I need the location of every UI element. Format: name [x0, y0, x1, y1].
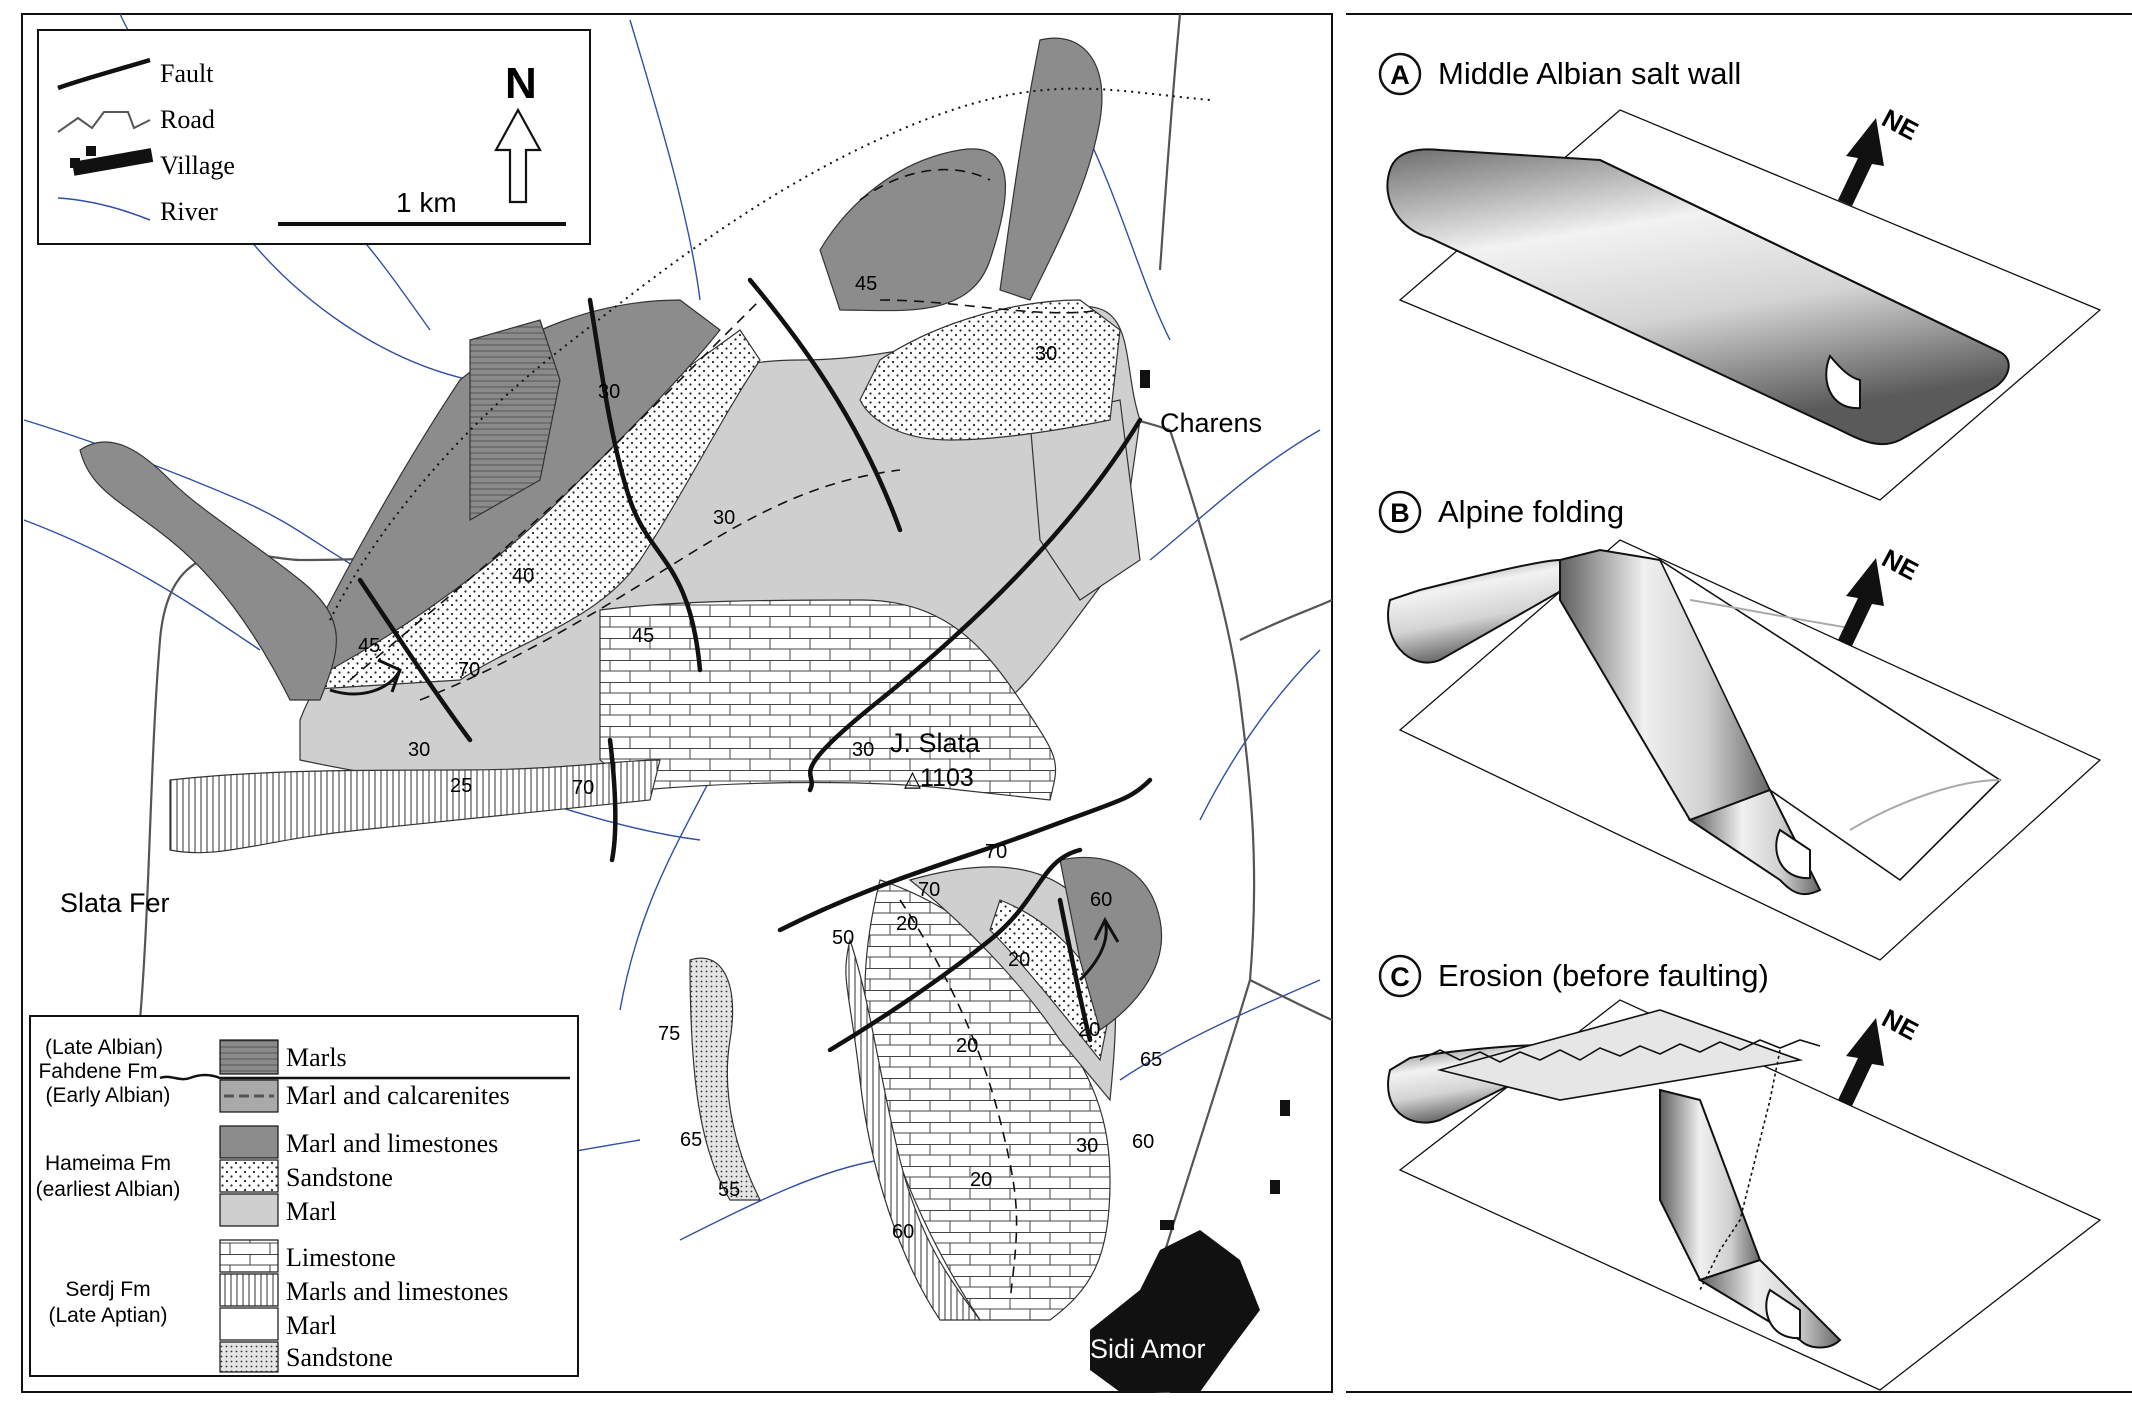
svg-text:Marls: Marls — [286, 1043, 347, 1072]
legend-road: Road — [160, 105, 215, 134]
panel-c: C Erosion (before faulting) NE — [1378, 954, 2102, 1391]
dip-labels: 45 30 30 30 40 45 45 70 30 25 70 30 70 7… — [358, 273, 1162, 1243]
svg-text:20: 20 — [956, 1035, 978, 1057]
boundaries — [349, 168, 1101, 1301]
svg-text:70: 70 — [918, 879, 940, 901]
ne-arrow-a-icon — [1838, 118, 1884, 206]
unit-marls-north — [819, 148, 1007, 312]
place-labels: Charens J. Slata 1103 △ Slata Fer Sidi A… — [60, 408, 1262, 1364]
svg-text:Sandstone: Sandstone — [286, 1343, 393, 1372]
fault-symbol — [57, 57, 151, 91]
legend-river: River — [160, 197, 218, 226]
svg-text:30: 30 — [852, 739, 874, 761]
unit-marls-limestones-west — [169, 759, 661, 854]
svg-text:30: 30 — [1076, 1135, 1098, 1157]
legend-village: Village — [160, 151, 235, 180]
svg-text:45: 45 — [855, 273, 877, 295]
svg-text:Serdj Fm: Serdj Fm — [65, 1278, 150, 1301]
scale-label: 1 km — [396, 187, 457, 218]
svg-text:Limestone: Limestone — [286, 1243, 396, 1272]
svg-text:45: 45 — [632, 625, 654, 647]
svg-text:Sandstone: Sandstone — [286, 1163, 393, 1192]
svg-text:Marl and limestones: Marl and limestones — [286, 1129, 498, 1158]
svg-text:60: 60 — [1090, 889, 1112, 911]
svg-text:NE: NE — [1877, 543, 1923, 586]
svg-text:(earliest Albian): (earliest Albian) — [36, 1178, 181, 1201]
unit-sandstone-isolated — [689, 957, 761, 1201]
svg-text:75: 75 — [658, 1023, 680, 1045]
svg-text:NE: NE — [1877, 103, 1923, 146]
ne-arrow-b-icon — [1838, 558, 1884, 646]
svg-text:60: 60 — [1132, 1131, 1154, 1153]
geologic-units — [79, 37, 1163, 1321]
legend-fault: Fault — [160, 59, 214, 88]
village-symbol — [70, 146, 154, 176]
panel-b: B Alpine folding NE — [1378, 490, 2102, 961]
svg-text:Marl: Marl — [286, 1197, 337, 1226]
unit-marls-hatched — [469, 319, 561, 522]
label-charens: Charens — [1160, 408, 1262, 438]
svg-text:30: 30 — [408, 739, 430, 761]
svg-text:20: 20 — [1008, 949, 1030, 971]
svg-text:20: 20 — [1078, 1019, 1100, 1041]
svg-text:70: 70 — [458, 659, 480, 681]
svg-text:65: 65 — [1140, 1049, 1162, 1071]
svg-text:Marls and limestones: Marls and limestones — [286, 1277, 508, 1306]
svg-text:45: 45 — [358, 635, 380, 657]
geologic-map: Charens J. Slata 1103 △ Slata Fer Sidi A… — [21, 13, 1333, 1394]
svg-text:Middle Albian salt wall: Middle Albian salt wall — [1438, 56, 1741, 91]
svg-text:Alpine folding: Alpine folding — [1438, 494, 1624, 529]
svg-text:C: C — [1390, 962, 1410, 992]
svg-text:20: 20 — [896, 913, 918, 935]
svg-text:Marl: Marl — [286, 1311, 337, 1340]
svg-text:(Late Albian): (Late Albian) — [45, 1036, 163, 1059]
label-slata-fer: Slata Fer — [60, 888, 170, 918]
svg-text:Erosion (before faulting): Erosion (before faulting) — [1438, 958, 1769, 993]
svg-text:△: △ — [904, 766, 921, 791]
svg-text:30: 30 — [713, 507, 735, 529]
svg-text:70: 70 — [572, 777, 594, 799]
unconformity — [329, 87, 1211, 621]
svg-text:30: 30 — [1035, 343, 1057, 365]
svg-text:A: A — [1390, 60, 1410, 90]
faults — [357, 277, 1153, 1053]
label-j-slata: J. Slata — [890, 728, 981, 758]
unit-sandstone-south — [989, 899, 1111, 1062]
svg-text:(Early Albian): (Early Albian) — [46, 1084, 171, 1107]
north-label: N — [505, 59, 537, 108]
label-sidi-amor: Sidi Amor — [1090, 1334, 1206, 1364]
svg-text:Marl and calcarenites: Marl and calcarenites — [286, 1081, 510, 1110]
svg-text:55: 55 — [718, 1179, 740, 1201]
strat-legend: (Late Albian) Fahdene Fm (Early Albian) … — [29, 1015, 579, 1377]
svg-text:20: 20 — [970, 1169, 992, 1191]
north-arrow-icon — [494, 107, 542, 204]
unit-marls-west — [79, 441, 337, 701]
svg-text:60: 60 — [892, 1221, 914, 1243]
svg-text:Hameima Fm: Hameima Fm — [45, 1152, 171, 1175]
svg-text:(Late Aptian): (Late Aptian) — [48, 1304, 167, 1327]
block-diagrams: A Middle Albian salt wall NE B Alpine fo… — [1346, 13, 2132, 1393]
map-legend: Fault Road Village River 1 km N — [37, 29, 591, 245]
panel-a: A Middle Albian salt wall NE — [1378, 52, 2102, 501]
svg-text:70: 70 — [985, 841, 1007, 863]
road-symbol — [57, 111, 151, 133]
village-sidi-amor — [1090, 1230, 1260, 1392]
svg-text:50: 50 — [832, 927, 854, 949]
unit-marls-northeast — [999, 37, 1103, 301]
unit-sandstone-north — [859, 299, 1121, 441]
villages — [1090, 370, 1290, 1392]
svg-text:30: 30 — [598, 381, 620, 403]
svg-text:40: 40 — [512, 565, 534, 587]
fold-arrows — [329, 658, 1120, 982]
ne-arrow-c-icon — [1838, 1018, 1884, 1106]
svg-text:B: B — [1390, 498, 1410, 528]
svg-text:NE: NE — [1877, 1003, 1923, 1046]
river-symbol — [57, 197, 151, 221]
svg-text:65: 65 — [680, 1129, 702, 1151]
unit-marls-southeast — [1059, 856, 1163, 1031]
label-peak: 1103 — [920, 764, 974, 792]
svg-text:25: 25 — [450, 775, 472, 797]
svg-text:Fahdene Fm: Fahdene Fm — [38, 1060, 157, 1083]
